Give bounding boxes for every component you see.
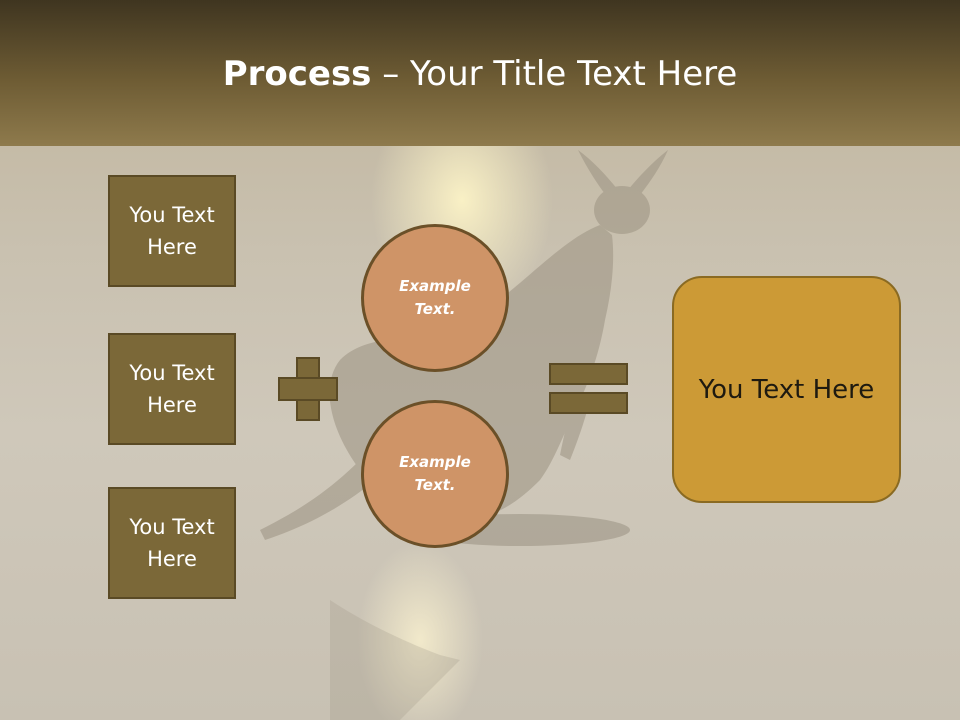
input-box-label: You Text Here xyxy=(129,361,215,417)
circle-label: Example Text. xyxy=(399,453,471,494)
circle-label: Example Text. xyxy=(399,277,471,318)
result-box[interactable]: You Text Here xyxy=(672,276,901,503)
example-circle-2[interactable]: Example Text. xyxy=(361,400,509,548)
input-box-label: You Text Here xyxy=(129,515,215,571)
slide-title: Process – Your Title Text Here xyxy=(0,52,960,96)
input-box-1[interactable]: You Text Here xyxy=(108,175,236,287)
input-box-3[interactable]: You Text Here xyxy=(108,487,236,599)
title-bar: Process – Your Title Text Here xyxy=(0,0,960,146)
title-bold-text: Process xyxy=(222,54,372,94)
input-box-2[interactable]: You Text Here xyxy=(108,333,236,445)
example-circle-1[interactable]: Example Text. xyxy=(361,224,509,372)
result-label: You Text Here xyxy=(698,374,875,405)
title-rest-text: – Your Title Text Here xyxy=(371,54,738,94)
input-box-label: You Text Here xyxy=(129,203,215,259)
